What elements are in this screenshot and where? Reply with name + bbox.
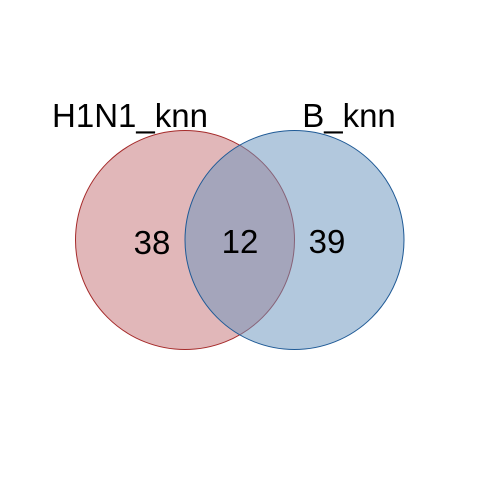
set-label-b-knn: B_knn xyxy=(302,97,396,134)
set-label-h1n1-knn: H1N1_knn xyxy=(52,97,208,134)
count-b-knn-only: 39 xyxy=(309,223,346,260)
venn-circle-b-knn xyxy=(184,130,405,350)
count-h1n1-knn-only: 38 xyxy=(134,224,171,261)
count-intersection: 12 xyxy=(222,223,259,260)
